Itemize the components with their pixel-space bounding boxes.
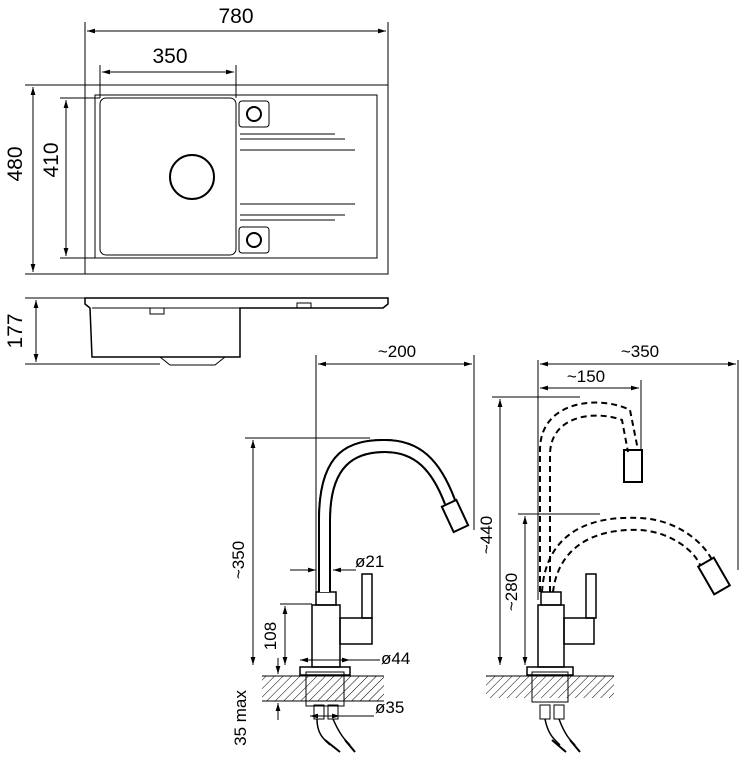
reach-label: ~200 bbox=[378, 342, 416, 361]
spout-head-high bbox=[623, 449, 643, 483]
inner-reach-label: ~150 bbox=[567, 367, 605, 386]
sink-profile bbox=[84, 297, 389, 358]
sink-top-view: 780 350 480 410 bbox=[4, 5, 389, 275]
bowl-height-label: 410 bbox=[40, 142, 63, 177]
countertop-hatch-side bbox=[486, 676, 614, 698]
width-label: 780 bbox=[218, 5, 253, 28]
faucet-body-side bbox=[537, 604, 565, 668]
side-height-label: ~440 bbox=[477, 516, 496, 554]
faucet-base bbox=[299, 666, 351, 676]
pipe-diameter-label: ø21 bbox=[355, 552, 384, 571]
spout-head bbox=[440, 498, 470, 534]
lever-handle bbox=[361, 573, 373, 619]
side-reach-label: ~350 bbox=[621, 342, 659, 361]
faucet-side-view: ~350 ~150 ~440 ~280 bbox=[477, 342, 739, 753]
base-diameter-label: ø44 bbox=[381, 649, 410, 668]
drainer-grooves bbox=[240, 133, 355, 221]
sink-side-view: 177 bbox=[4, 297, 389, 366]
faucet-body bbox=[311, 604, 341, 668]
drain-outlet bbox=[159, 356, 226, 366]
lever-housing bbox=[339, 617, 373, 645]
faucet-front-view: ~200 ~350 ø21 108 ø44 ø35 35 max bbox=[229, 342, 475, 753]
hole-diameter-label: ø35 bbox=[375, 698, 404, 717]
tap-hole-bottom-circle-icon bbox=[246, 232, 262, 248]
deck-thickness-label: 35 max bbox=[231, 690, 250, 746]
spout-positions-dashed bbox=[539, 401, 713, 593]
drain-icon bbox=[169, 154, 215, 200]
tap-hole-top bbox=[238, 100, 270, 128]
height-label: ~350 bbox=[229, 541, 248, 579]
body-height-label: 108 bbox=[261, 622, 280, 650]
spout-head-low bbox=[696, 556, 732, 596]
tap-hole-top-circle-icon bbox=[246, 106, 262, 122]
height-label: 480 bbox=[4, 146, 27, 181]
bowl-width-label: 350 bbox=[152, 45, 187, 68]
depth-label: 177 bbox=[4, 313, 27, 348]
low-height-label: ~280 bbox=[502, 573, 521, 611]
tap-hole-bottom bbox=[238, 226, 270, 254]
sink-bowl bbox=[99, 97, 237, 256]
countertop-hatch bbox=[262, 676, 384, 701]
